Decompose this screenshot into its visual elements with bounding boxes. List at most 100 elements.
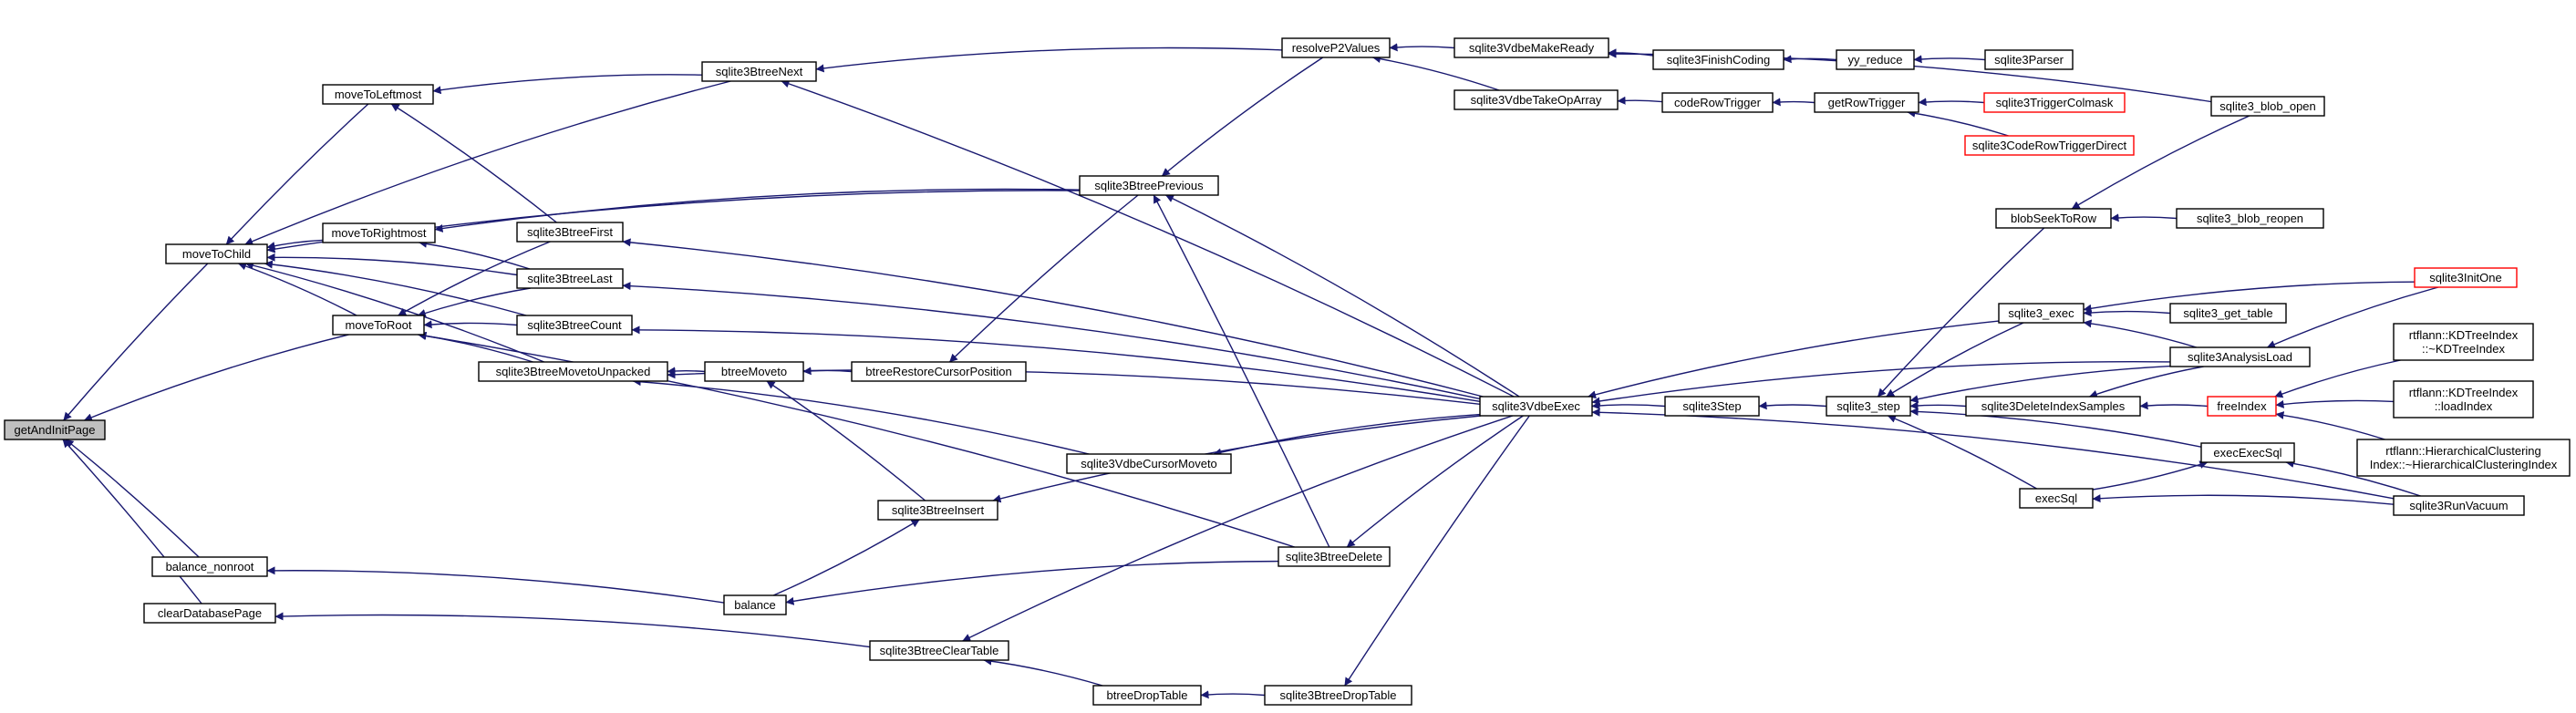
node-sqlite3BtreeDelete[interactable]: sqlite3BtreeDelete — [1278, 546, 1391, 567]
edge-line — [264, 260, 527, 316]
edge-execExecSql-to-sqlite3_step — [1909, 407, 2202, 448]
node-kdtree_load[interactable]: rtflann::KDTreeIndex::loadIndex — [2393, 380, 2534, 418]
node-sqlite3BtreeLast[interactable]: sqlite3BtreeLast — [516, 268, 624, 289]
node-sqlite3BtreeDropTable[interactable]: sqlite3BtreeDropTable — [1264, 685, 1412, 706]
node-sqlite3AnalysisLoad[interactable]: sqlite3AnalysisLoad — [2169, 346, 2311, 367]
edge-line — [1161, 57, 1324, 177]
edge-line — [2275, 399, 2395, 408]
node-moveToRightmost[interactable]: moveToRightmost — [322, 222, 436, 243]
node-box — [2414, 267, 2518, 288]
node-sqlite3BtreeClearTable[interactable]: sqlite3BtreeClearTable — [869, 640, 1009, 661]
node-label: codeRowTrigger — [1674, 96, 1762, 109]
node-hier_dtor[interactable]: rtflann::HierarchicalClusteringIndex::~H… — [2356, 439, 2571, 477]
edge-sqlite3BtreeLast-to-moveToRightmost — [419, 239, 531, 270]
node-btreeDropTable[interactable]: btreeDropTable — [1092, 685, 1202, 706]
node-resolveP2Values[interactable]: resolveP2Values — [1281, 37, 1391, 58]
node-sqlite3BtreePrevious[interactable]: sqlite3BtreePrevious — [1079, 175, 1219, 196]
node-box — [1983, 92, 2126, 113]
node-blobSeekToRow[interactable]: blobSeekToRow — [1995, 208, 2112, 229]
edge-sqlite3VdbeExec-to-sqlite3BtreeClearTable — [962, 415, 1514, 642]
node-sqlite3TriggerColmask[interactable]: sqlite3TriggerColmask — [1983, 92, 2126, 113]
node-sqlite3Step[interactable]: sqlite3Step — [1664, 396, 1760, 417]
edge-codeRowTrigger-to-sqlite3VdbeTakeOpArray — [1617, 96, 1663, 105]
node-box — [1454, 89, 1619, 110]
node-moveToRoot[interactable]: moveToRoot — [332, 315, 425, 336]
node-sqlite3CodeRowTriggerDirect[interactable]: sqlite3CodeRowTriggerDirect — [1964, 135, 2135, 156]
node-yy_reduce[interactable]: yy_reduce — [1836, 49, 1915, 70]
node-codeRowTrigger[interactable]: codeRowTrigger — [1661, 92, 1774, 113]
edge-line — [992, 415, 1482, 503]
node-freeIndex[interactable]: freeIndex — [2207, 396, 2277, 417]
node-label: sqlite3TriggerColmask — [1996, 96, 2114, 109]
node-sqlite3Parser[interactable]: sqlite3Parser — [1984, 49, 2074, 70]
node-box — [2176, 208, 2324, 229]
node-balance[interactable]: balance — [723, 594, 787, 615]
node-kdtree_dtor[interactable]: rtflann::KDTreeIndex::~KDTreeIndex — [2393, 323, 2534, 361]
edge-sqlite3BtreePrevious-to-btreeRestoreCursorPosition — [948, 194, 1139, 363]
node-btreeMoveto[interactable]: btreeMoveto — [704, 361, 804, 382]
node-label: sqlite3BtreeDelete — [1286, 550, 1382, 563]
node-sqlite3_exec[interactable]: sqlite3_exec — [1998, 303, 2085, 324]
node-label: moveToChild — [182, 247, 251, 261]
node-sqlite3BtreeNext[interactable]: sqlite3BtreeNext — [701, 61, 817, 82]
edge-line — [772, 519, 920, 596]
node-box — [516, 222, 624, 243]
node-btreeRestoreCursorPosition[interactable]: btreeRestoreCursorPosition — [851, 361, 1027, 382]
edge-sqlite3BtreeDelete-to-moveToRoot — [417, 331, 1295, 548]
node-box — [869, 640, 1009, 661]
node-clearDatabasePage[interactable]: clearDatabasePage — [143, 603, 276, 624]
node-moveToLeftmost[interactable]: moveToLeftmost — [322, 84, 434, 105]
node-balance_nonroot[interactable]: balance_nonroot — [151, 556, 268, 577]
edge-sqlite3VdbeExec-to-sqlite3BtreeDelete — [1346, 415, 1524, 548]
node-sqlite3DeleteIndexSamples[interactable]: sqlite3DeleteIndexSamples — [1965, 396, 2141, 417]
node-sqlite3InitOne[interactable]: sqlite3InitOne — [2414, 267, 2518, 288]
node-sqlite3_get_table[interactable]: sqlite3_get_table — [2169, 303, 2287, 324]
node-sqlite3_blob_reopen[interactable]: sqlite3_blob_reopen — [2176, 208, 2324, 229]
edge-kdtree_load-to-freeIndex — [2275, 399, 2395, 408]
node-label: sqlite3InitOne — [2429, 271, 2502, 284]
node-sqlite3BtreeInsert[interactable]: sqlite3BtreeInsert — [877, 500, 998, 521]
edge-sqlite3DeleteIndexSamples-to-sqlite3_step — [1909, 401, 1967, 410]
node-getRowTrigger[interactable]: getRowTrigger — [1814, 92, 1919, 113]
node-box — [151, 556, 268, 577]
edge-sqlite3BtreeDropTable-to-btreeDropTable — [1200, 690, 1266, 699]
edge-line — [2083, 281, 2416, 313]
node-sqlite3BtreeMovetoUnpacked[interactable]: sqlite3BtreeMovetoUnpacked — [478, 361, 668, 382]
edge-sqlite3VdbeExec-to-sqlite3BtreeCount — [631, 326, 1481, 402]
node-box — [851, 361, 1027, 382]
node-box — [1814, 92, 1919, 113]
edge-sqlite3BtreeLast-to-moveToRoot — [417, 287, 531, 317]
node-label: balance_nonroot — [166, 560, 254, 574]
node-sqlite3BtreeCount[interactable]: sqlite3BtreeCount — [516, 315, 633, 336]
edge-line — [631, 326, 1481, 402]
edge-sqlite3RunVacuum-to-sqlite3VdbeExec — [1591, 408, 2395, 500]
node-label: sqlite3VdbeCursorMoveto — [1081, 457, 1217, 470]
node-box — [2169, 346, 2311, 367]
edge-execSql-to-sqlite3_step — [1887, 415, 2037, 490]
node-sqlite3VdbeCursorMoveto[interactable]: sqlite3VdbeCursorMoveto — [1066, 453, 1232, 474]
node-sqlite3VdbeMakeReady[interactable]: sqlite3VdbeMakeReady — [1454, 37, 1609, 58]
edge-freeIndex-to-sqlite3DeleteIndexSamples — [2139, 401, 2209, 410]
node-sqlite3BtreeFirst[interactable]: sqlite3BtreeFirst — [516, 222, 624, 243]
node-box — [1264, 685, 1412, 706]
node-execExecSql[interactable]: execExecSql — [2200, 442, 2295, 463]
node-sqlite3_blob_open[interactable]: sqlite3_blob_open — [2210, 96, 2325, 117]
node-sqlite3_step[interactable]: sqlite3_step — [1826, 396, 1911, 417]
edge-sqlite3BtreeDelete-to-balance — [785, 560, 1279, 605]
edge-line — [1918, 98, 1985, 107]
node-sqlite3FinishCoding[interactable]: sqlite3FinishCoding — [1652, 49, 1785, 70]
node-moveToChild[interactable]: moveToChild — [165, 243, 268, 264]
edge-line — [1588, 320, 2000, 399]
edge-line — [390, 103, 557, 223]
node-label: sqlite3CodeRowTriggerDirect — [1972, 139, 2127, 152]
node-execSql[interactable]: execSql — [2019, 488, 2094, 509]
node-getAndInitPage[interactable]: getAndInitPage — [4, 419, 106, 440]
edge-line — [2274, 359, 2401, 398]
node-sqlite3RunVacuum[interactable]: sqlite3RunVacuum — [2393, 495, 2525, 516]
node-sqlite3VdbeExec[interactable]: sqlite3VdbeExec — [1479, 396, 1593, 417]
edge-line — [2092, 460, 2209, 491]
edge-line — [266, 566, 725, 604]
node-label: sqlite3BtreeCount — [527, 318, 622, 332]
node-sqlite3VdbeTakeOpArray[interactable]: sqlite3VdbeTakeOpArray — [1454, 89, 1619, 110]
node-label: sqlite3BtreeClearTable — [880, 644, 999, 657]
